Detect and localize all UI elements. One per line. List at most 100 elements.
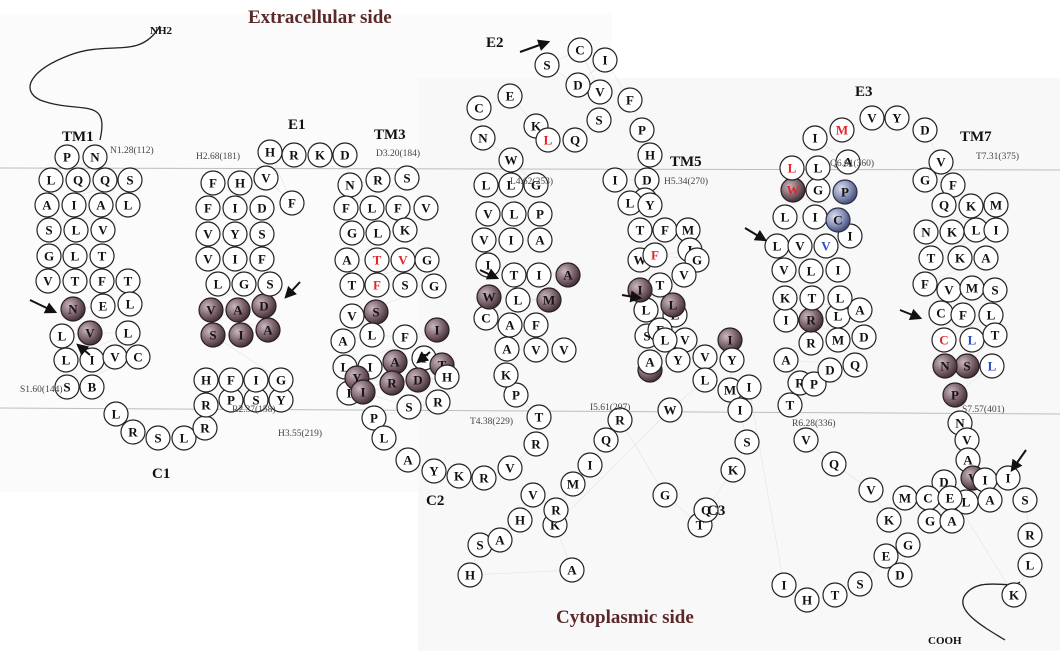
residue-letter: L xyxy=(987,308,996,323)
residue-letter: T xyxy=(98,249,107,264)
residue-164: F xyxy=(653,218,677,242)
residue-letter: F xyxy=(342,201,350,216)
residue-125: C xyxy=(474,306,498,330)
residue-letter: S xyxy=(63,380,70,395)
residue-letter: S xyxy=(743,435,750,450)
residue-letter: R xyxy=(373,173,383,188)
residue-letter: L xyxy=(807,264,816,279)
residue-12: L xyxy=(64,218,88,242)
residue-letter: L xyxy=(62,353,71,368)
residue-269: F xyxy=(913,272,937,296)
residue-115: V xyxy=(498,456,522,480)
residue-291: L xyxy=(1018,553,1042,577)
residue-letter: P xyxy=(63,150,71,165)
residue-letter: V xyxy=(779,263,789,278)
residue-letter: N xyxy=(345,178,355,193)
residue-117: T xyxy=(527,405,551,429)
residue-letter: G xyxy=(692,253,702,268)
residue-37: R xyxy=(193,416,217,440)
residue-letter: K xyxy=(947,225,958,240)
residue-letter: V xyxy=(595,85,605,100)
residue-letter: T xyxy=(510,268,519,283)
residue-letter: Q xyxy=(939,198,949,213)
residue-letter: S xyxy=(991,283,998,298)
residue-79: G xyxy=(340,221,364,245)
residue-letter: S xyxy=(963,359,970,374)
residue-239: V xyxy=(788,234,812,258)
residue-letter: A xyxy=(263,323,273,338)
residue-49: V xyxy=(199,298,223,322)
residue-letter: V xyxy=(398,253,408,268)
residue-letter: R xyxy=(551,503,561,518)
residue-229: R xyxy=(799,308,823,332)
residue-letter: B xyxy=(88,380,97,395)
residue-letter: M xyxy=(682,223,694,238)
residue-187: L xyxy=(693,368,717,392)
residue-237: I xyxy=(826,258,850,282)
residue-letter: I xyxy=(587,458,592,473)
residue-153: D xyxy=(566,73,590,97)
residue-letter: L xyxy=(773,239,782,254)
residue-letter: V xyxy=(483,207,493,222)
residue-letter: G xyxy=(429,279,439,294)
residue-242: L xyxy=(773,205,797,229)
residue-letter: M xyxy=(836,123,848,138)
residue-letter: C xyxy=(923,491,932,506)
residue-116: R xyxy=(524,432,548,456)
bw-label-tm6-top: Q6.61(360) xyxy=(830,160,874,170)
residue-224: A xyxy=(774,348,798,372)
residue-letter: L xyxy=(374,226,383,241)
residue-252: M xyxy=(830,118,854,142)
residue-letter: T xyxy=(71,274,80,289)
residue-letter: W xyxy=(787,183,800,198)
residue-108: R xyxy=(426,390,450,414)
pointer-arrow xyxy=(520,42,548,52)
residue-letter: I xyxy=(434,323,439,338)
residue-129: T xyxy=(502,263,526,287)
residue-letter: G xyxy=(903,538,913,553)
arrow-layer xyxy=(30,42,1026,470)
residue-letter: K xyxy=(780,291,791,306)
residue-letter: K xyxy=(728,463,739,478)
residue-letter: L xyxy=(124,198,133,213)
residue-208: I xyxy=(772,573,796,597)
residue-letter: I xyxy=(637,283,642,298)
residue-letter: R xyxy=(806,336,816,351)
residue-letter: F xyxy=(921,277,929,292)
residue-126: L xyxy=(506,288,530,312)
residue-123: A xyxy=(498,313,522,337)
residue-83: T xyxy=(365,248,389,272)
residue-24: L xyxy=(50,324,74,348)
residue-296: M xyxy=(893,486,917,510)
pointer-arrow xyxy=(1012,450,1026,470)
residue-letter: G xyxy=(925,514,935,529)
residue-22: E xyxy=(91,294,115,318)
residue-letter: W xyxy=(664,403,677,418)
residue-52: L xyxy=(206,272,230,296)
residue-letter: Y xyxy=(673,353,683,368)
residue-148: Q xyxy=(563,128,587,152)
residue-270: V xyxy=(937,278,961,302)
residue-letter: M xyxy=(899,491,911,506)
residue-5: Q xyxy=(93,168,117,192)
residue-205: S xyxy=(735,430,759,454)
residue-letter: I xyxy=(835,263,840,278)
residue-197: M xyxy=(561,472,585,496)
residue-142: W xyxy=(499,148,523,172)
residue-261: M xyxy=(984,193,1008,217)
residue-18: T xyxy=(63,269,87,293)
residue-letter: D xyxy=(642,173,651,188)
residue-87: F xyxy=(365,273,389,297)
residue-letter: R xyxy=(128,425,138,440)
residue-letter: W xyxy=(505,153,518,168)
residue-letter: I xyxy=(71,198,76,213)
residue-121: V xyxy=(524,338,548,362)
residue-letter: F xyxy=(401,330,409,345)
residue-letter: L xyxy=(58,329,67,344)
residue-95: I xyxy=(425,318,449,342)
residue-letter: Y xyxy=(276,393,286,408)
residue-170: V xyxy=(672,263,696,287)
residue-letter: A xyxy=(981,251,991,266)
residue-letter: H xyxy=(802,593,812,608)
